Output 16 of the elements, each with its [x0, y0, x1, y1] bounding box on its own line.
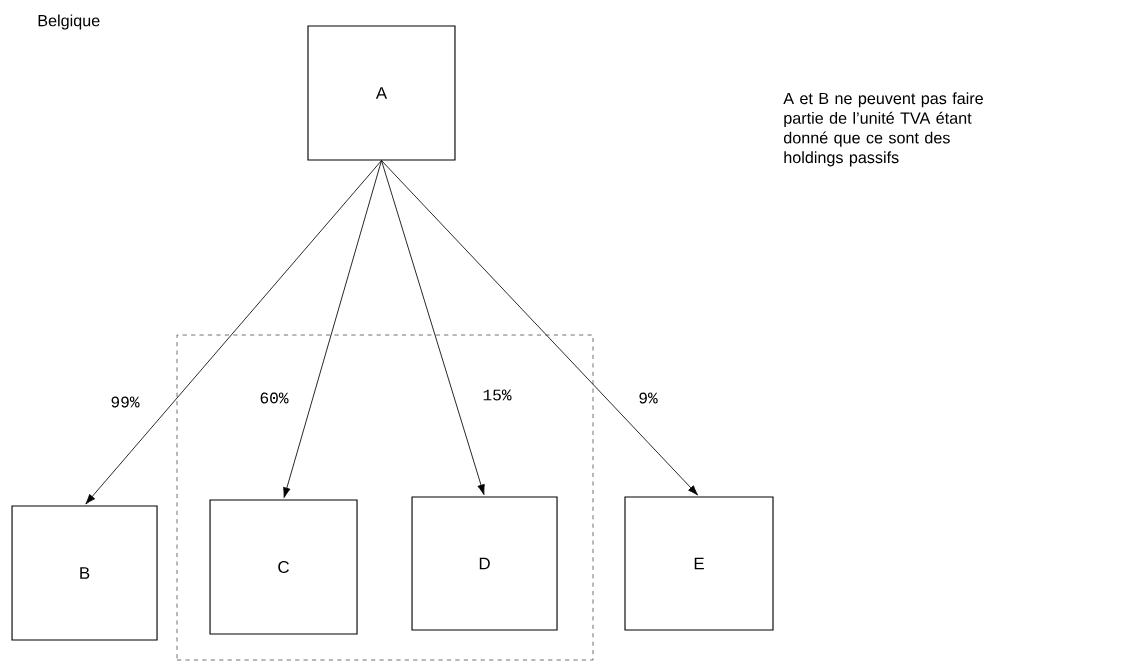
entity-box: A [307, 25, 456, 161]
group-box [176, 334, 594, 661]
country-label: Belgique [38, 14, 100, 30]
arrow [283, 160, 382, 498]
edge-label: 9% [636, 391, 660, 405]
entity-box: C [209, 499, 358, 635]
arrow [381, 160, 485, 495]
note-text: A et B ne peuvent pas faire partie de l’unité TVA étant donné que ce sont des holdings passifs [783, 92, 983, 167]
edge-label: 99% [109, 395, 141, 409]
edge-label: 60% [258, 391, 290, 405]
arrow [85, 160, 382, 505]
arrow [381, 160, 699, 496]
entity-box: D [411, 496, 558, 631]
edge-label: 15% [481, 388, 513, 402]
entity-box: E [624, 496, 774, 631]
entity-box: B [11, 505, 158, 641]
